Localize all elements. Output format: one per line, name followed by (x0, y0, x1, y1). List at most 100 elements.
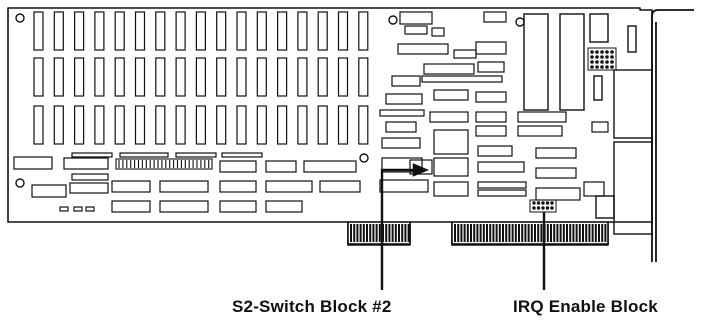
socket-pin (600, 55, 604, 59)
ic-chip (381, 157, 423, 173)
connector-finger (489, 224, 492, 242)
memory-chip (114, 105, 125, 145)
connector-finger (598, 224, 600, 242)
memory-chip (94, 57, 105, 97)
memory-chip (337, 11, 349, 51)
ic-chip (303, 160, 357, 173)
connector-finger (527, 224, 530, 242)
ic-chip (477, 145, 513, 157)
processor-chip (523, 13, 549, 111)
mounting-hole (15, 178, 25, 188)
socket-pin (610, 65, 614, 69)
memory-chip (256, 11, 267, 51)
resistor (59, 206, 69, 212)
connector-finger (562, 224, 565, 242)
ic-chip (517, 125, 563, 137)
connector-finger (378, 224, 381, 242)
memory-chip (256, 57, 267, 97)
memory-chip (134, 57, 146, 97)
memory-chip (175, 11, 186, 51)
ic-chip (319, 180, 361, 193)
memory-chip (195, 57, 206, 97)
ic-chip (433, 89, 469, 101)
ic-chip (433, 129, 469, 155)
memory-chip (277, 57, 288, 97)
port-connector (613, 69, 653, 139)
socket-pin (590, 60, 594, 64)
connector-finger (511, 224, 514, 242)
ic-chip (627, 25, 637, 53)
port-connector (595, 195, 615, 219)
port-connector (613, 141, 653, 235)
memory-chip (358, 105, 369, 145)
mounting-bracket (651, 9, 694, 262)
ic-chip (431, 27, 445, 37)
connector-finger (492, 224, 495, 242)
ic-chip (221, 152, 263, 158)
edge-connector (451, 221, 609, 245)
connector-finger (350, 224, 352, 242)
ic-chip (475, 111, 507, 123)
connector-finger (359, 224, 362, 242)
connector-finger (556, 224, 559, 242)
ic-chip (535, 147, 577, 159)
connector-finger (530, 224, 533, 242)
connector-finger (566, 224, 568, 242)
ic-chip (433, 157, 469, 177)
connector-finger (375, 224, 378, 242)
memory-chip (317, 11, 328, 51)
memory-chip (358, 11, 369, 51)
ic-chip (477, 189, 527, 197)
ic-chip (517, 111, 567, 123)
ic-chip (71, 173, 109, 181)
ic-chip (219, 160, 257, 173)
ic-chip (379, 109, 425, 117)
socket-pin (595, 50, 599, 54)
dip-header-top (399, 11, 433, 25)
irq-enable-block (529, 199, 557, 213)
memory-chip (297, 105, 308, 145)
mounting-hole (15, 13, 25, 23)
connector-finger (495, 224, 498, 242)
ic-chip (69, 182, 109, 194)
connector-finger (518, 224, 520, 242)
socket-pin (605, 65, 609, 69)
connector-finger (559, 224, 562, 242)
socket-pin (600, 60, 604, 64)
connector-finger (578, 224, 581, 242)
ic-chip (475, 125, 507, 137)
ic-chip (453, 49, 477, 59)
s2-arrowhead (412, 163, 430, 177)
memory-chip (337, 105, 349, 145)
memory-chip (256, 105, 267, 145)
memory-chip (134, 105, 146, 145)
memory-chip (216, 11, 227, 51)
memory-chip (195, 11, 206, 51)
resistor (73, 206, 83, 212)
s2-leader-line (380, 168, 422, 290)
connector-finger (550, 224, 552, 242)
large-processors (523, 13, 637, 111)
ic-chip (391, 75, 421, 87)
connector-finger (572, 224, 575, 242)
s2-switch-block-label: S2-Switch Block #2 (232, 297, 392, 316)
edge-connector (347, 221, 411, 245)
ic-chip (423, 63, 475, 75)
irq-jumper-pin (532, 201, 536, 205)
irq-jumper-pin (536, 201, 541, 205)
connector-finger (372, 224, 375, 242)
memory-chip (94, 105, 105, 145)
memory-chip (155, 11, 166, 51)
memory-chip (53, 57, 64, 97)
socket-pin (610, 60, 614, 64)
ic-chip (31, 184, 67, 198)
connector-finger (407, 224, 410, 242)
ic-chip (379, 179, 429, 193)
memory-chip (175, 57, 186, 97)
connector-finger (391, 224, 394, 242)
irq-jumper-pin (541, 206, 545, 210)
connector-finger (369, 224, 372, 242)
connector-finger (454, 224, 456, 242)
memory-chip (114, 11, 125, 51)
